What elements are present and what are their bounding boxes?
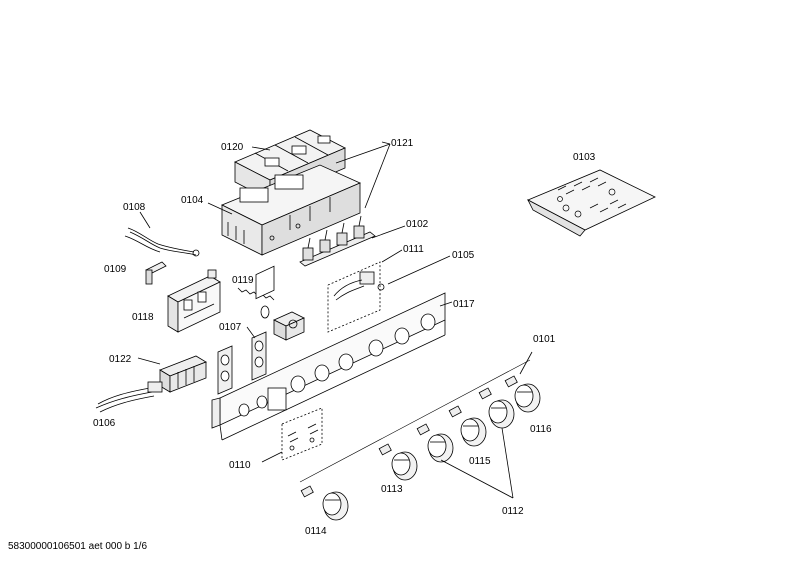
part-0109-clip bbox=[145, 261, 167, 285]
part-0105-switch bbox=[327, 261, 385, 333]
label-0108: 0108 bbox=[123, 202, 146, 213]
label-0116: 0116 bbox=[530, 424, 552, 435]
label-0119: 0119 bbox=[232, 275, 254, 286]
label-0101: 0101 bbox=[533, 334, 556, 345]
label-0122: 0122 bbox=[109, 354, 132, 365]
label-0106: 0106 bbox=[93, 418, 116, 429]
knob-0112-a bbox=[427, 433, 454, 463]
knob-0114 bbox=[322, 491, 349, 521]
knob-0115 bbox=[460, 417, 487, 447]
knob-0113 bbox=[391, 451, 418, 481]
label-0118: 0118 bbox=[132, 312, 154, 323]
part-0107-bracket bbox=[217, 331, 267, 395]
label-0102: 0102 bbox=[406, 219, 429, 230]
label-0114: 0114 bbox=[305, 526, 327, 537]
part-0122-terminal-strip bbox=[159, 355, 207, 393]
part-0118-module bbox=[167, 269, 221, 333]
part-0117-control-panel bbox=[211, 265, 446, 441]
label-0109: 0109 bbox=[104, 264, 127, 275]
label-0111: 0111 bbox=[403, 244, 424, 255]
knob-0112-b bbox=[488, 399, 515, 429]
label-0112: 0112 bbox=[502, 506, 524, 517]
label-0115: 0115 bbox=[469, 456, 491, 467]
part-0111-thermostat bbox=[273, 311, 305, 341]
label-0113: 0113 bbox=[381, 484, 403, 495]
part-0101-knob-axis bbox=[299, 359, 531, 498]
document-code: 58300000106501 aet 000 b 1/6 bbox=[8, 541, 148, 552]
part-0110-screws bbox=[281, 407, 323, 461]
label-0105: 0105 bbox=[452, 250, 475, 261]
part-0104-housing bbox=[221, 164, 361, 256]
part-0103-screw-bag bbox=[527, 169, 656, 237]
label-0104: 0104 bbox=[181, 195, 204, 206]
label-0103: 0103 bbox=[573, 152, 596, 163]
part-0106-cable bbox=[95, 381, 163, 413]
label-0107: 0107 bbox=[219, 322, 242, 333]
label-0121: 0121 bbox=[391, 138, 414, 149]
label-0120: 0120 bbox=[221, 142, 244, 153]
part-0108-cable bbox=[124, 227, 200, 257]
part-0102-switch-set bbox=[299, 215, 376, 267]
label-0110: 0110 bbox=[229, 460, 251, 471]
label-0117: 0117 bbox=[453, 299, 475, 310]
part-labels: 0120 0121 0103 0108 0104 0102 0111 0105 … bbox=[93, 138, 596, 537]
knob-0116 bbox=[514, 383, 541, 413]
